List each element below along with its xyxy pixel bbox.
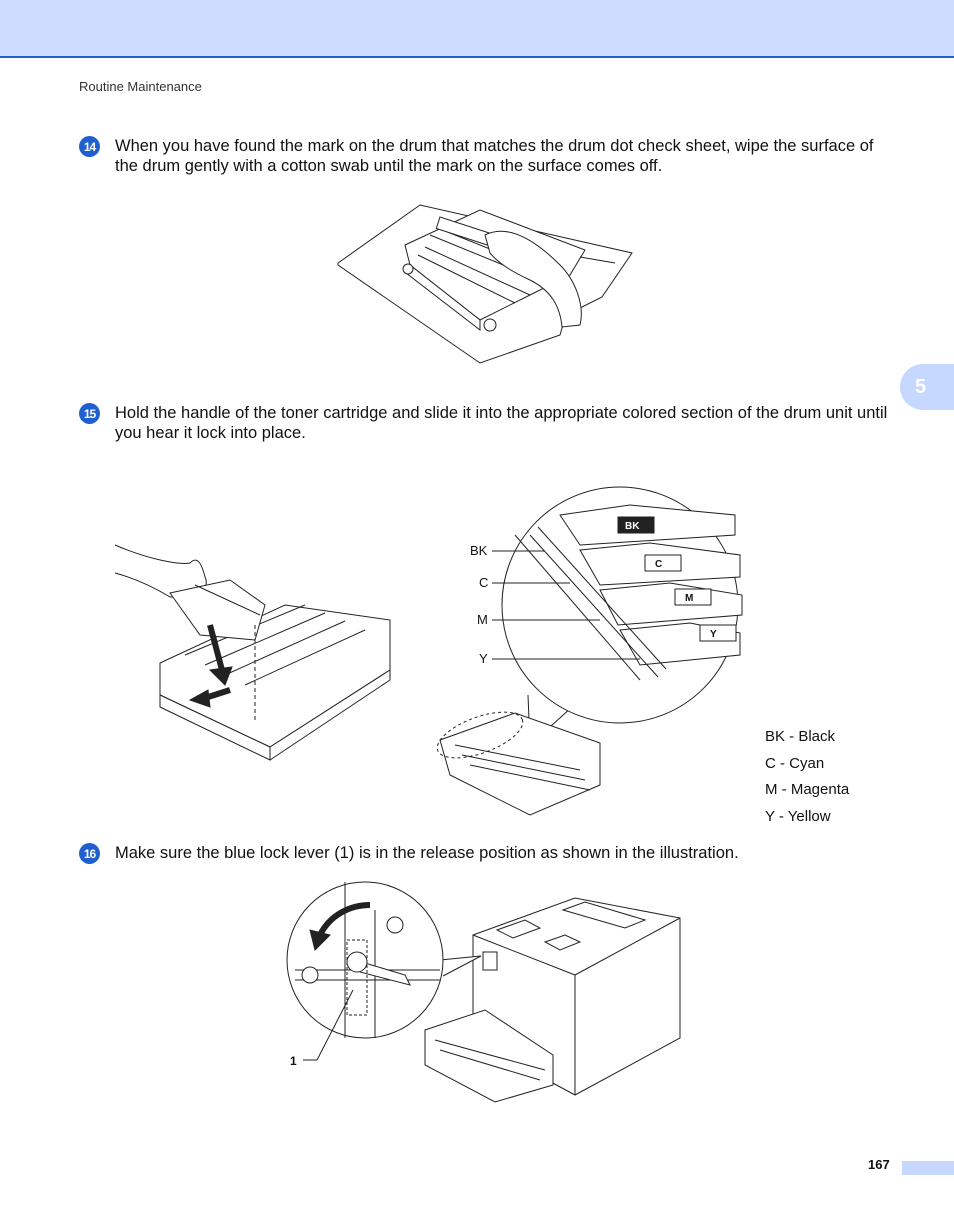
step-16: 16 Make sure the blue lock lever (1) is … [79,843,889,864]
step-number-badge: 14 [79,136,100,157]
cartridge-label-bk: BK [625,521,640,532]
cartridge-slots [559,504,743,666]
running-head: Routine Maintenance [79,79,202,94]
callout-bk: BK [470,543,488,558]
callout-c: C [479,575,488,590]
legend-item-black: BK - Black [765,728,836,745]
callout-y: Y [479,651,488,666]
page-number: 167 [868,1157,890,1172]
header-band [0,0,954,58]
chapter-number: 5 [915,375,927,398]
toner-cartridge [169,579,266,641]
callout-m: M [477,612,488,627]
color-legend: BK - Black C - Cyan M - Magenta Y - Yell… [765,724,849,830]
step-14: 14 When you have found the mark on the d… [79,136,889,176]
front-cover [424,1009,554,1103]
toner-insert-illustration: BK C M Y BK C M Y [114,486,743,816]
drum-unit-overview [439,712,601,816]
callout-1: 1 [290,1054,297,1068]
step-15: 15 Hold the handle of the toner cartridg… [79,403,889,443]
legend-item-cyan: C - Cyan [765,754,825,772]
cartridge-label-m: M [685,593,693,604]
hand [114,544,207,598]
drum-wipe-illustration [337,204,633,364]
legend-item-yellow: Y - Yellow [765,807,831,825]
rotate-arrow-icon [317,902,371,937]
legend-item-magenta: M - Magenta [765,781,850,798]
step-text: Hold the handle of the toner cartridge a… [115,404,888,442]
cartridge-label-c: C [655,559,662,570]
page-number-bar [902,1161,954,1175]
chapter-tab: 5 [900,364,954,410]
step-text: When you have found the mark on the drum… [115,137,874,175]
step-number-badge: 16 [79,843,100,864]
cartridge-label-y: Y [710,629,717,640]
step-number-badge: 15 [79,403,100,424]
lock-lever-illustration: 1 [286,881,681,1103]
step-text: Make sure the blue lock lever (1) is in … [115,844,739,862]
